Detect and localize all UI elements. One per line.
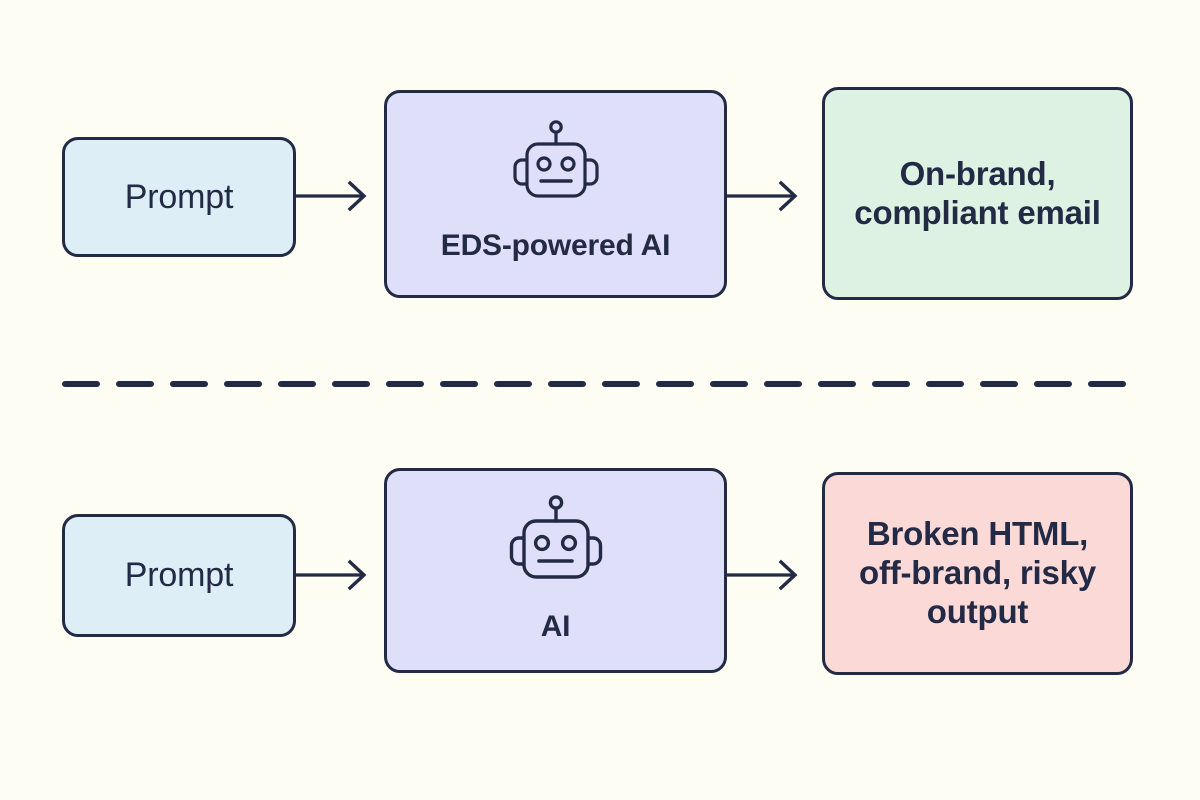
node-prompt-top: Prompt [62,137,296,257]
robot-icon [503,493,609,591]
node-label: Broken HTML, off-brand, risky output [858,515,1096,630]
node-prompt-bottom: Prompt [62,514,296,637]
node-good-output: On-brand, compliant email [822,87,1133,300]
node-label: EDS-powered AI [440,229,671,263]
node-bad-output: Broken HTML, off-brand, risky output [822,472,1133,675]
arrow-prompt-to-ai [295,559,367,591]
arrow-prompt-to-eds-ai [295,180,367,212]
node-eds-powered-ai: EDS-powered AI [384,90,727,298]
node-plain-ai: AI [384,468,727,673]
section-divider [62,381,1133,387]
robot-icon [507,118,605,210]
node-label: On-brand, compliant email [854,154,1101,231]
arrow-ai-to-bad-output [726,559,798,591]
node-label: Prompt [124,177,234,216]
node-label: Prompt [124,556,234,595]
node-label: AI [540,609,571,643]
arrow-eds-ai-to-good-output [726,180,798,212]
